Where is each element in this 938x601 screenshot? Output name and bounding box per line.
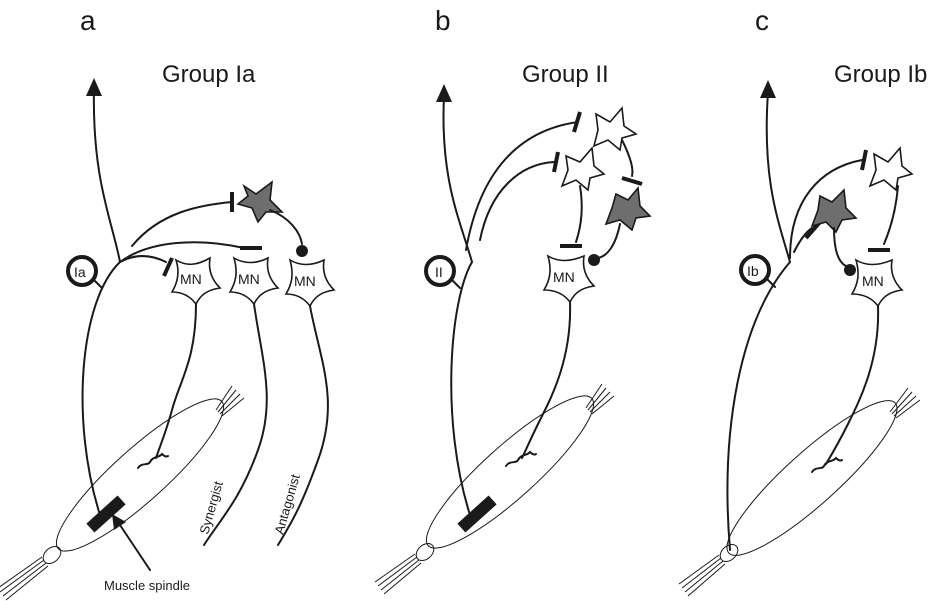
inhibitory-terminal — [296, 245, 308, 257]
arrow-pointer-icon — [112, 514, 126, 530]
arrow-up-icon — [86, 78, 102, 96]
inhibitory-terminal-b — [588, 254, 600, 266]
ascending-axon — [94, 88, 120, 262]
mn-label-b: MN — [553, 269, 575, 285]
ia-afferent — [83, 262, 120, 515]
branch-to-interneuron — [132, 202, 232, 246]
interneuron-gray-b-axon — [598, 224, 620, 258]
motor-axon-c — [826, 306, 878, 464]
panel-a-title: Group Ia — [162, 61, 256, 88]
spindle-pointer — [118, 522, 150, 570]
label-muscle-spindle: Muscle spindle — [104, 578, 190, 593]
arrow-up-icon-b — [436, 84, 452, 102]
motor-axon-homonymous — [156, 304, 196, 458]
motor-endplate — [138, 454, 168, 468]
branch-to-synergist-mn — [120, 242, 244, 262]
fiber-ring-connector — [94, 280, 102, 288]
fiber-ring-connector-b — [452, 280, 460, 288]
fiber-label-ii: II — [435, 264, 443, 280]
interneuron-b2-axon — [576, 186, 582, 242]
interneuron-c-axon — [884, 186, 898, 244]
label-synergist: Synergist — [196, 479, 225, 536]
inhibitory-interneuron-b — [606, 188, 650, 230]
panel-c: c Group Ib Ib MN — [679, 5, 927, 596]
ascending-axon-c — [767, 92, 790, 262]
mn-label-2: MN — [238, 271, 260, 287]
motor-axon-b — [522, 302, 570, 458]
interneuron-axon — [270, 210, 302, 244]
muscle-b — [375, 379, 614, 594]
synapse-upper-c — [862, 150, 866, 170]
fiber-label-ib: Ib — [747, 263, 759, 279]
branch-lower-b — [480, 162, 554, 240]
interneuron-b1-axon — [622, 140, 633, 176]
motor-endplate-b — [506, 452, 536, 466]
mn-label-1: MN — [180, 271, 202, 287]
panel-b-title: Group II — [522, 61, 609, 88]
panel-a-letter: a — [80, 5, 96, 36]
label-antagonist: Antagonist — [271, 472, 302, 536]
excitatory-interneuron-c — [870, 148, 912, 190]
muscle-spindle — [86, 495, 125, 532]
excitatory-interneuron-b2 — [562, 148, 604, 190]
ib-afferent — [728, 262, 791, 550]
muscle-spindle-b — [457, 495, 496, 532]
motor-endplate-c — [812, 458, 842, 472]
panel-c-title: Group Ib — [834, 61, 927, 88]
inhibitory-interneuron — [238, 182, 282, 222]
mn-label-c: MN — [862, 273, 884, 289]
panel-c-letter: c — [755, 5, 769, 36]
inhibitory-terminal-c — [844, 264, 856, 276]
panel-b: b Group II II MN — [375, 5, 650, 594]
excitatory-interneuron-b1 — [594, 108, 636, 150]
muscle-c — [679, 384, 920, 596]
interneuron-gray-c-axon — [834, 228, 846, 266]
synapse-lower-b — [554, 152, 558, 172]
panel-a: a Group Ia Muscle spindle Ia — [0, 5, 334, 600]
ii-afferent — [451, 262, 472, 515]
mn-label-3: MN — [294, 273, 316, 289]
panel-b-letter: b — [435, 5, 451, 36]
fiber-label-ia: Ia — [74, 264, 86, 280]
arrow-up-icon-c — [760, 80, 776, 98]
synapse-gray-b — [622, 178, 642, 184]
